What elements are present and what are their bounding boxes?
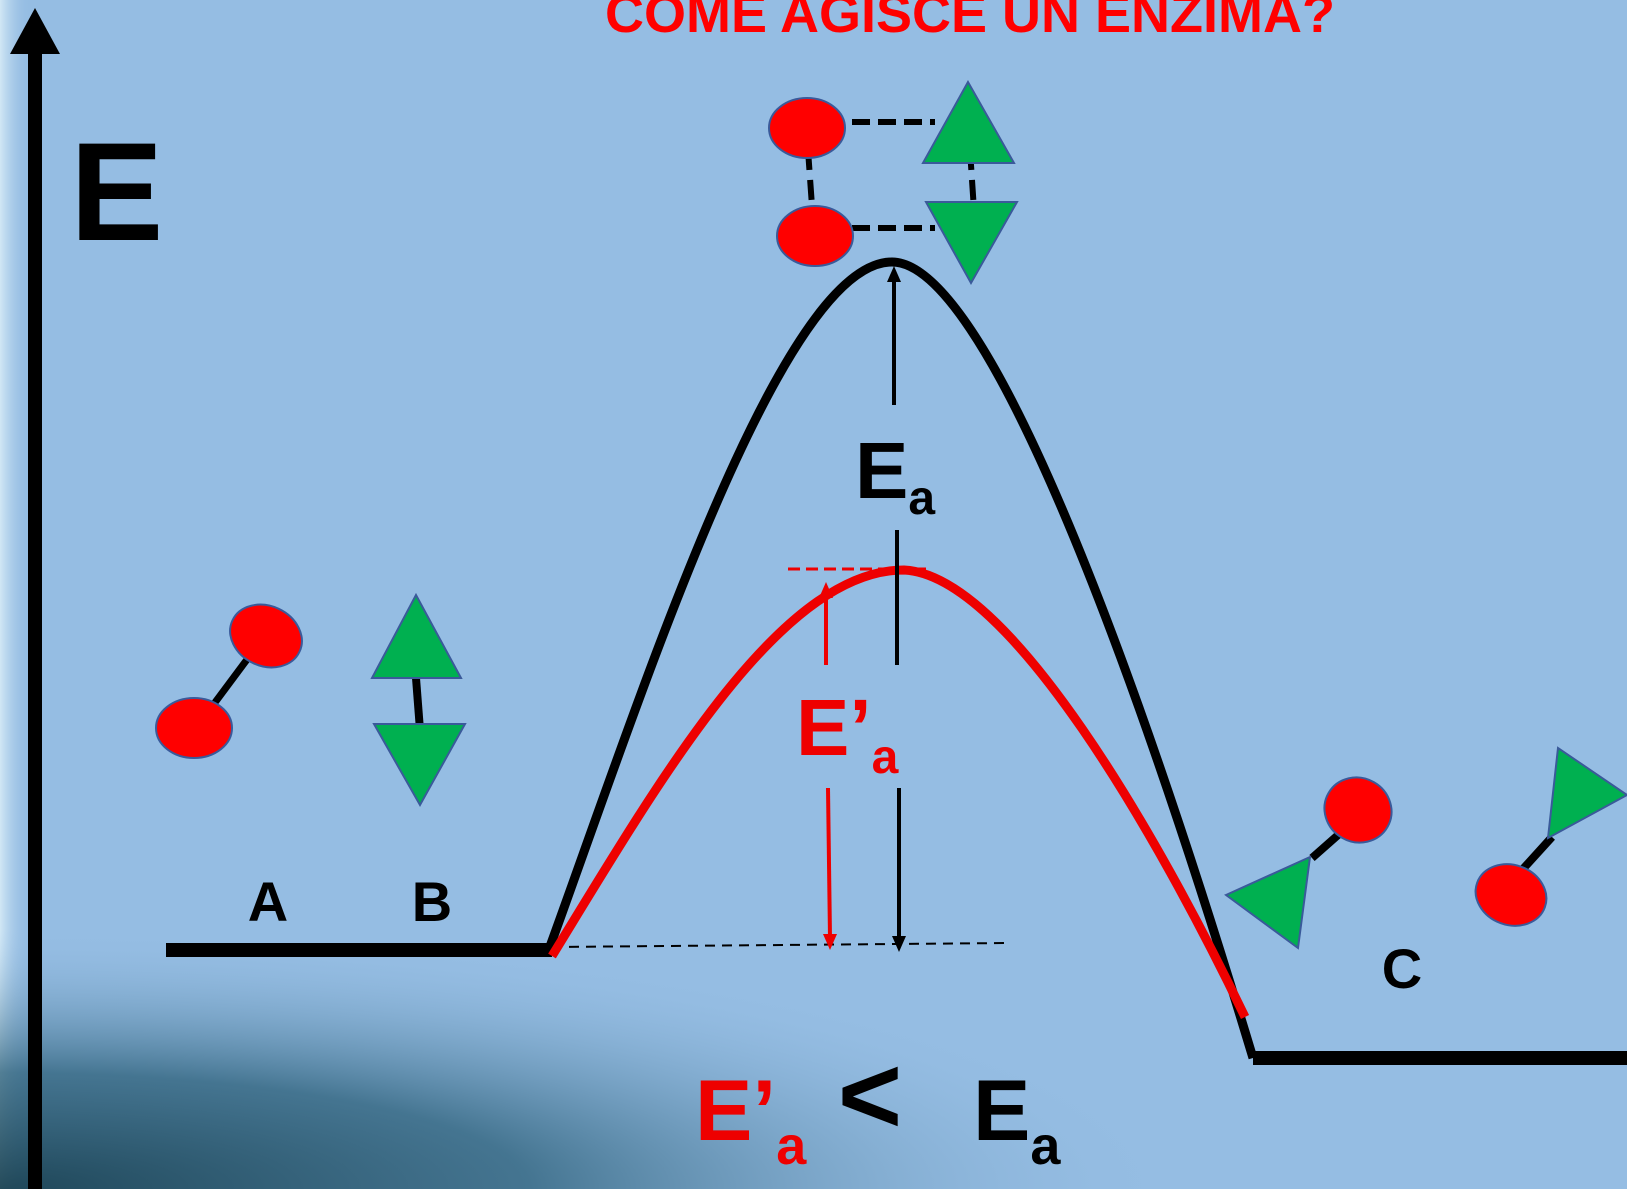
red-atom-icon — [156, 698, 232, 758]
energy-axis-label: E — [70, 113, 163, 270]
product-molecule-1 — [1226, 765, 1403, 948]
green-triangle-icon — [1226, 857, 1310, 948]
green-triangle-icon — [374, 724, 465, 805]
molecule-b — [372, 595, 465, 805]
red-atom-icon — [769, 98, 845, 158]
green-triangle-icon — [372, 595, 461, 678]
uncatalyzed-barrier-label: Ea — [855, 426, 935, 525]
page-title: COME AGISCE UN ENZIMA? — [605, 0, 1335, 44]
comparison-operator: < — [838, 1034, 902, 1157]
red-atom-icon — [777, 206, 853, 266]
transition-state-complex — [769, 82, 1017, 283]
baseline-dashed-line — [552, 943, 1010, 947]
reactant-label-a: A — [248, 870, 288, 933]
red-atom-icon — [1467, 854, 1555, 935]
red-atom-icon — [220, 593, 312, 679]
uncatalyzed-barrier-arrow — [887, 266, 906, 952]
molecule-a — [156, 593, 312, 758]
catalyzed-barrier-label: E’a — [796, 683, 899, 784]
product-label-c: C — [1382, 937, 1422, 1000]
reactant-label-b: B — [412, 870, 452, 933]
green-triangle-icon — [1548, 748, 1627, 838]
product-molecule-2 — [1467, 748, 1627, 936]
green-triangle-icon — [926, 202, 1017, 283]
green-triangle-icon — [923, 82, 1014, 163]
